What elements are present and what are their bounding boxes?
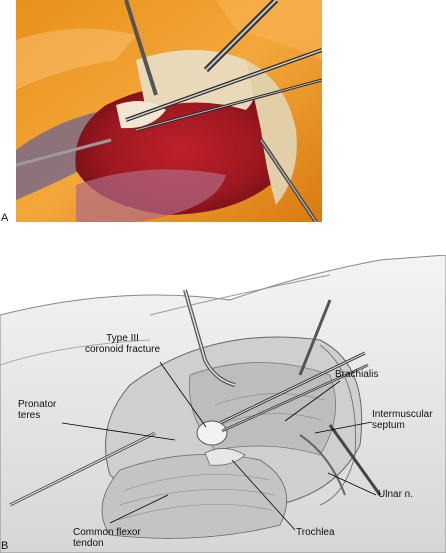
label-coronoid-line1: Type III: [106, 333, 139, 344]
label-pronator-teres: Pronator teres: [18, 399, 56, 421]
panel-b-letter: B: [1, 540, 9, 552]
label-intermuscular-septum: Intermuscular septum: [372, 409, 433, 431]
label-pronator-line1: Pronator: [18, 399, 57, 410]
label-common-flexor-tendon: Common flexor tendon: [73, 527, 141, 549]
anatomical-illustration: [0, 255, 446, 553]
intraoperative-photo: [16, 0, 322, 222]
label-brachialis: Brachialis: [335, 369, 379, 380]
label-coronoid-line2: coronoid fracture: [85, 344, 161, 355]
label-trochlea: Trochlea: [296, 527, 335, 538]
label-intermuscular-line1: Intermuscular: [372, 409, 433, 420]
label-intermuscular-line2: septum: [372, 420, 405, 431]
label-coronoid-fracture: Type III coronoid fracture: [85, 333, 160, 355]
label-flexor-line2: tendon: [73, 538, 104, 549]
label-ulnar-nerve: Ulnar n.: [378, 489, 414, 500]
label-flexor-line1: Common flexor: [73, 527, 141, 538]
panel-a-letter: A: [1, 212, 9, 224]
label-pronator-line2: teres: [18, 410, 41, 421]
